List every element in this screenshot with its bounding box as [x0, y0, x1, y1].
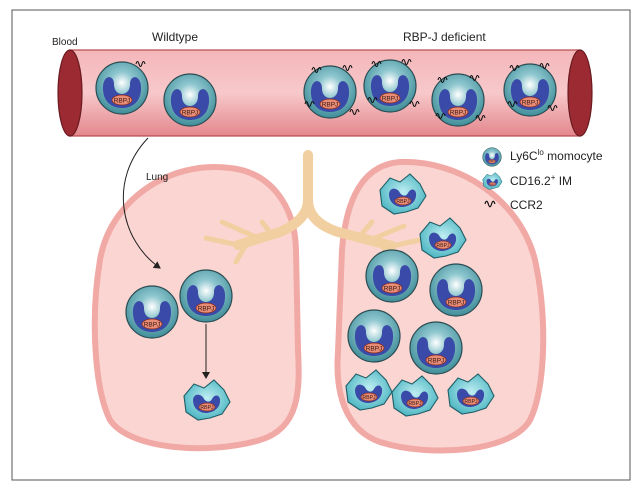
trachea [233, 150, 397, 251]
left-bronchi [203, 219, 275, 265]
lung-deficient-monocyte-1 [365, 249, 419, 303]
lung-wildtype-monocyte-2 [179, 269, 233, 323]
deficient-label: RBP-J deficient [403, 30, 486, 44]
legend-ccr2-text: CCR2 [510, 198, 543, 212]
deficient-monocyte-4 [503, 63, 557, 117]
wildtype-monocyte-2 [163, 73, 217, 127]
figure-frame [11, 9, 631, 481]
deficient-monocyte-1 [303, 65, 357, 119]
lung-deficient-monocyte-4 [409, 321, 463, 375]
lung-label: Lung [146, 172, 169, 183]
lung-deficient-monocyte-3 [347, 309, 401, 363]
migration-arrow [122, 137, 161, 269]
legend-monocyte-text: Ly6Clo momocyte [510, 148, 603, 164]
legend-im-text: CD16.2+ IM [510, 173, 573, 189]
legend-monocyte: Ly6Clo momocyte [510, 148, 603, 164]
lung-wildtype-monocyte-1 [125, 285, 179, 339]
legend-im: CD16.2+ IM [510, 173, 573, 189]
blood-label: Blood [52, 37, 78, 48]
deficient-monocyte-2 [363, 59, 417, 113]
wildtype-monocyte-1 [95, 61, 149, 115]
lung-deficient-monocyte-2 [429, 263, 483, 317]
legend-ccr2: CCR2 [510, 198, 543, 212]
wildtype-label: Wildtype [152, 30, 199, 44]
